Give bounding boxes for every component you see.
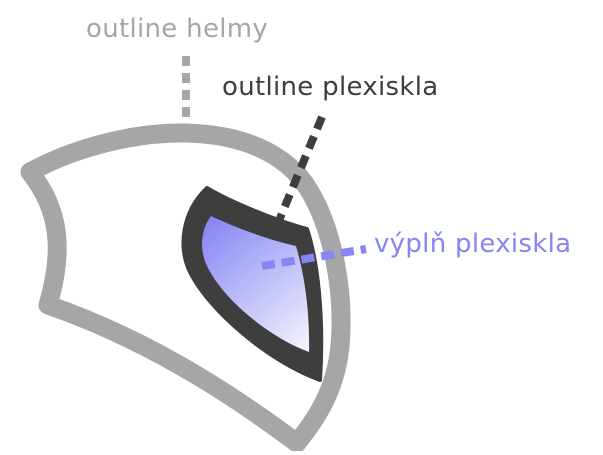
helmet-outline-shape	[20, 123, 351, 453]
visor-fill-leader	[261, 245, 367, 270]
visor-fill-label: výplň plexiskla	[374, 229, 572, 259]
visor-fill-shape	[202, 216, 310, 352]
visor-outline-leader	[274, 115, 326, 225]
helmet-outline-label: outline helmy	[86, 14, 269, 44]
visor-outline-label: outline plexiskla	[222, 72, 439, 102]
